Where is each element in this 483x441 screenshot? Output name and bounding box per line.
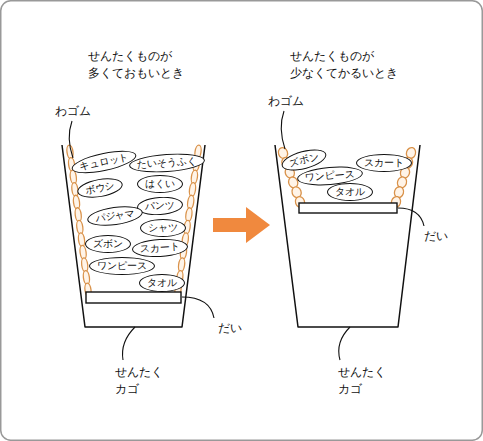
clothes-name: タオル [335, 187, 365, 197]
clothes-name: タオル [147, 278, 177, 288]
callout-label: せんたく カゴ [338, 364, 386, 399]
rubber-band-link [190, 170, 198, 185]
clothes-name: スカート [140, 242, 180, 254]
rubber-band-link [81, 258, 89, 273]
rubber-band-link [185, 207, 193, 222]
heading: せんたくものが 少なくてかるいとき [290, 48, 398, 83]
clothes-ellipse: キュロット [70, 146, 138, 177]
callout-label: わゴム [55, 103, 91, 120]
leader-line [281, 111, 285, 149]
heading: せんたくものが 多くておもいとき [88, 48, 184, 83]
clothes-name: ズボン [288, 151, 320, 168]
callout-label: わゴム [268, 93, 304, 110]
leader-line [182, 297, 214, 318]
leader-line [123, 327, 136, 360]
rubber-band-link [73, 195, 81, 210]
clothes-name: ボウシ [84, 180, 115, 195]
clothes-ellipse: タオル [327, 183, 373, 201]
clothes-name: キュロット [79, 152, 130, 172]
clothes-ellipse: スカート [356, 154, 412, 172]
rubber-band-link [76, 220, 84, 235]
callout-label: せんたく カゴ [115, 364, 163, 399]
clothes-ellipse: シャツ [140, 219, 186, 237]
clothes-name: スカート [364, 158, 404, 168]
clothes-ellipse: はくい [137, 175, 183, 193]
clothes-name: パジャマ [94, 208, 135, 223]
clothes-name: ワンピース [305, 169, 356, 183]
clothes-name: たいそうふく [137, 156, 198, 170]
clothes-ellipse: タオル [139, 274, 185, 292]
leader-line [69, 121, 73, 158]
clothes-ellipse: たいそうふく [128, 151, 205, 174]
rubber-band-link [74, 207, 82, 222]
clothes-name: パンツ [145, 200, 176, 212]
clothes-ellipse: パンツ [136, 195, 183, 216]
clothes-name: シャツ [148, 223, 178, 233]
platform-left [86, 292, 181, 303]
change-arrow [213, 207, 270, 243]
clothes-ellipse: ワンピース [89, 257, 155, 275]
clothes-ellipse: ボウシ [76, 175, 124, 201]
leader-line [339, 327, 350, 360]
platform-right [299, 203, 397, 213]
basket-left [62, 145, 205, 327]
rubber-band-link [189, 182, 197, 197]
callout-label: だい [218, 320, 242, 337]
basket-right [275, 145, 420, 327]
leader-line [398, 208, 424, 226]
clothes-ellipse: ズボン [85, 235, 131, 253]
clothes-name: はくい [145, 179, 175, 189]
clothes-name: ズボン [93, 239, 123, 249]
rubber-band-link [187, 195, 195, 210]
rubber-bands [66, 145, 417, 298]
rubber-band-link [178, 258, 186, 273]
clothes-ellipse: スカート [132, 238, 189, 259]
callout-label: だい [424, 228, 448, 245]
clothes-name: ワンピース [97, 261, 147, 271]
clothes-ellipse: パジャマ [86, 203, 144, 229]
